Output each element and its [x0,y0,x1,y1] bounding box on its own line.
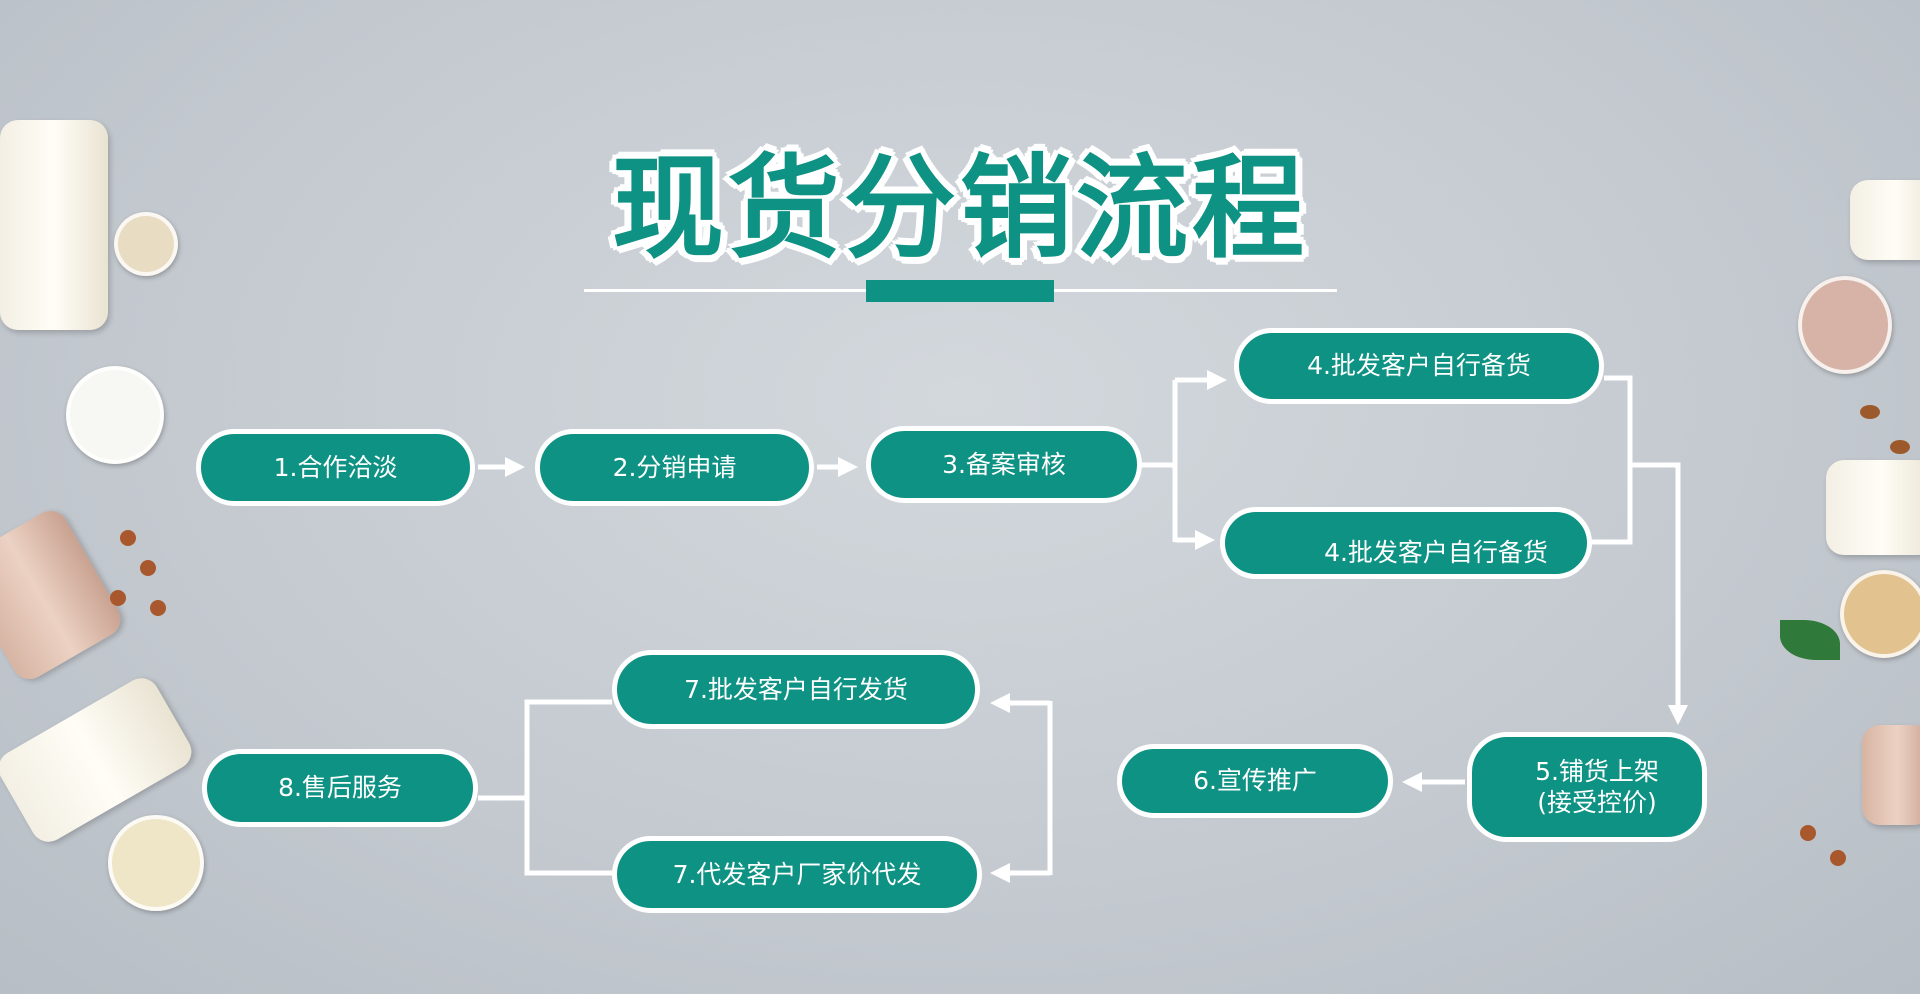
chocolate-milk-bottle-image [1862,725,1920,825]
step-label: 4.批发客户自行备货 [1324,538,1548,568]
milk-bottle-image [1850,180,1920,260]
step-1-cooperation-negotiation: 1.合作洽淡 [196,429,475,506]
step-label: 7.批发客户自行发货 [684,674,908,704]
title-accent-bar [866,280,1054,302]
soybean-bowl-image [1840,570,1920,658]
step-8-after-sales: 8.售后服务 [202,749,478,827]
step-3-filing-review: 3.备案审核 [866,426,1142,503]
hazelnut-image [110,590,126,606]
step-label: 4.批发客户自行备货 [1307,351,1531,381]
milk-bottle-image [0,120,108,330]
step-label: 3.备案审核 [942,449,1066,479]
step-7a-wholesale-shipping: 7.批发客户自行发货 [612,650,980,729]
hazelnut-image [1800,825,1816,841]
connector-4-merge [1592,375,1633,545]
step-label: 2.分销申请 [612,452,737,482]
step-4b-wholesale-stocking: 4.批发客户自行备货 [1220,507,1592,579]
page-title: 现货分销流程 [612,144,1308,274]
almond-image [1890,440,1910,454]
step-sublabel: (接受控价) [1537,788,1657,817]
hazelnut-image [120,530,136,546]
oats-bowl-image [114,212,178,276]
step-4a-wholesale-stocking: 4.批发客户自行备货 [1234,328,1604,404]
hazelnut-image [140,560,156,576]
step-label: 7.代发客户厂家价代发 [672,859,922,889]
step-label: 8.售后服务 [278,773,402,803]
step-label: 5.铺货上架 [1535,756,1659,786]
chocolate-milk-glass-image [1798,276,1892,374]
step-5-listing: 5.铺货上架 (接受控价) [1467,732,1707,842]
milk-bottle-image [1826,460,1920,555]
almond-image [1860,405,1880,419]
hazelnut-image [150,600,166,616]
step-label: 1.合作洽淡 [273,452,398,482]
milk-glass-image [66,366,164,464]
connector-7-merge [524,699,612,876]
step-7b-dropshipping: 7.代发客户厂家价代发 [612,836,982,913]
hazelnut-image [1830,850,1846,866]
arrow-4-to-5 [1630,462,1688,725]
step-label: 6.宣传推广 [1193,766,1317,796]
step-6-promotion: 6.宣传推广 [1117,744,1393,818]
rice-bowl-image [108,815,204,911]
step-2-distribution-application: 2.分销申请 [535,429,814,506]
